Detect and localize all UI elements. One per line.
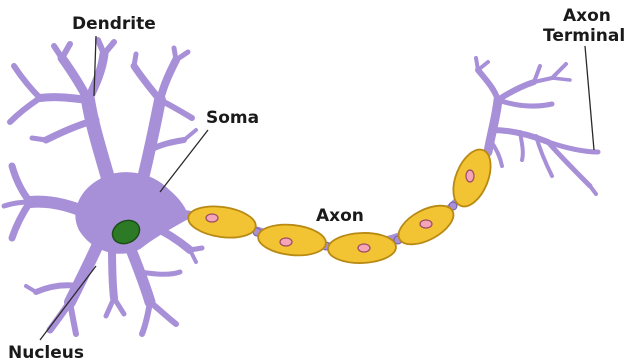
myelin-segment — [186, 202, 258, 241]
axon-terminal — [476, 58, 598, 194]
myelin-segment — [257, 222, 328, 259]
schwann-cell-nucleus — [466, 170, 474, 182]
soma-label: Soma — [206, 108, 259, 128]
nucleus-label: Nucleus — [8, 343, 84, 363]
axon-terminal-leader — [585, 46, 594, 150]
axon-terminal-label-line1: Axon — [563, 6, 611, 26]
nucleus-leader — [40, 266, 96, 340]
schwann-cell-nucleus — [206, 214, 218, 222]
axon-terminal-label-line2: Terminal — [543, 26, 625, 46]
schwann-cell-nucleus — [358, 244, 370, 252]
myelin-sheath — [186, 144, 498, 264]
axon-label: Axon — [316, 206, 364, 226]
schwann-cell-nucleus — [280, 238, 292, 246]
dendrite-label: Dendrite — [72, 14, 156, 34]
schwann-cell-nucleus — [420, 220, 432, 228]
